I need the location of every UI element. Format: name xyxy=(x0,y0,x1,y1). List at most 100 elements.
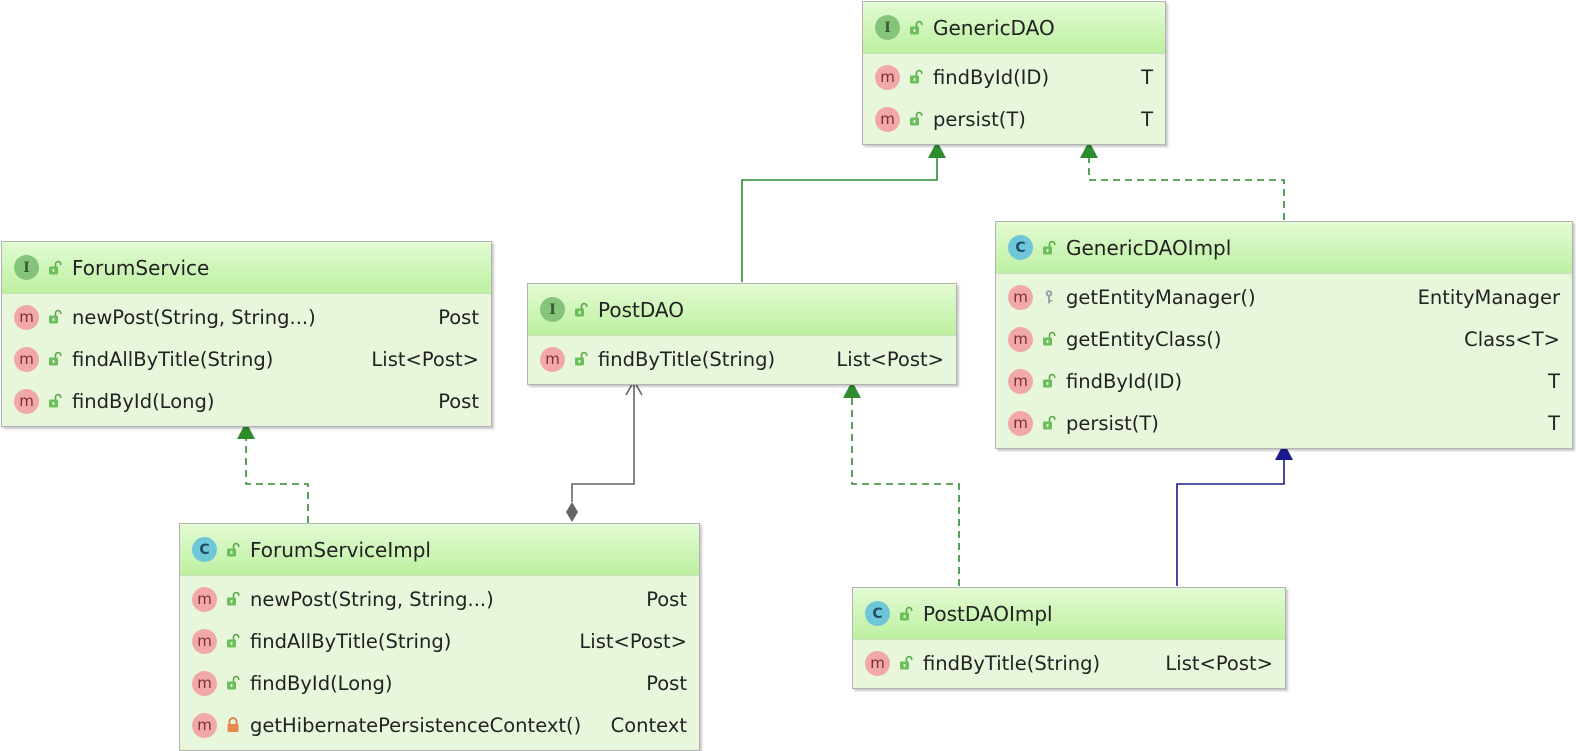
method-return-type: List<Post> xyxy=(371,347,479,371)
edge-forumserviceimpl-composes-postdao xyxy=(566,379,643,522)
composition-diamond-icon xyxy=(566,502,578,522)
method-return-type: Post xyxy=(438,305,479,329)
method-signature: newPost(String, String...) xyxy=(72,305,316,329)
public-lock-icon xyxy=(899,655,913,671)
method-return-type: Class<T> xyxy=(1464,327,1560,351)
class-name: GenericDAO xyxy=(933,15,1055,40)
method-return-type: T xyxy=(1141,65,1153,89)
class-name: ForumServiceImpl xyxy=(250,537,431,562)
class-name: PostDAO xyxy=(598,297,684,322)
interface-icon: I xyxy=(540,297,565,322)
public-lock-icon xyxy=(574,351,588,367)
method-icon: m xyxy=(192,712,217,738)
method-icon: m xyxy=(1008,410,1033,436)
class-name: GenericDAOImpl xyxy=(1066,235,1232,260)
uml-header: C GenericDAOImpl xyxy=(996,222,1572,274)
method-list: m findByTitle(String) List<Post> xyxy=(528,336,956,384)
method-signature: getHibernatePersistenceContext() xyxy=(250,713,582,737)
method-signature: findById(Long) xyxy=(250,671,393,695)
method-return-type: T xyxy=(1548,411,1560,435)
method-row[interactable]: m findById(Long) Post xyxy=(180,662,699,704)
method-signature: findById(ID) xyxy=(1066,369,1183,393)
method-row[interactable]: m findByTitle(String) List<Post> xyxy=(528,338,956,380)
class-icon: C xyxy=(192,537,217,562)
public-lock-icon xyxy=(1042,331,1056,347)
method-row[interactable]: m persist(T) T xyxy=(996,402,1572,444)
method-return-type: List<Post> xyxy=(579,629,687,653)
public-lock-icon xyxy=(226,633,240,649)
method-signature: findById(ID) xyxy=(933,65,1050,89)
edge-forumserviceimpl-implements-forumservice xyxy=(237,422,309,523)
class-name: PostDAOImpl xyxy=(923,601,1053,626)
method-row[interactable]: m newPost(String, String...) Post xyxy=(2,296,491,338)
method-icon: m xyxy=(1008,326,1033,352)
method-row[interactable]: m getHibernatePersistenceContext() Context xyxy=(180,704,699,746)
public-lock-icon xyxy=(226,675,240,691)
method-row[interactable]: m findById(Long) Post xyxy=(2,380,491,422)
method-return-type: Context xyxy=(610,713,687,737)
method-signature: findById(Long) xyxy=(72,389,215,413)
arrowhead-filled-icon xyxy=(237,422,255,439)
public-lock-icon xyxy=(226,542,240,558)
method-signature: findAllByTitle(String) xyxy=(72,347,274,371)
method-icon: m xyxy=(875,64,900,90)
private-lock-icon xyxy=(226,717,240,733)
public-lock-icon xyxy=(1042,373,1056,389)
method-signature: persist(T) xyxy=(933,107,1026,131)
method-return-type: List<Post> xyxy=(836,347,944,371)
public-lock-icon xyxy=(48,351,62,367)
method-list: m newPost(String, String...) Post m findAllB… xyxy=(2,294,491,426)
method-return-type: T xyxy=(1548,369,1560,393)
method-signature: findByTitle(String) xyxy=(598,347,776,371)
public-lock-icon xyxy=(909,69,923,85)
protected-key-icon xyxy=(1042,289,1056,305)
class-icon: C xyxy=(865,601,890,626)
method-icon: m xyxy=(192,628,217,654)
method-icon: m xyxy=(540,346,565,372)
method-icon: m xyxy=(14,346,39,372)
method-row[interactable]: m findById(ID) T xyxy=(863,56,1165,98)
uml-header: C PostDAOImpl xyxy=(853,588,1285,640)
edge-postdao-extends-genericdao xyxy=(741,141,946,282)
public-lock-icon xyxy=(48,260,62,276)
method-return-type: Post xyxy=(646,671,687,695)
method-icon: m xyxy=(1008,284,1033,310)
uml-header: I PostDAO xyxy=(528,284,956,336)
class-icon: C xyxy=(1008,235,1033,260)
method-icon: m xyxy=(192,670,217,696)
public-lock-icon xyxy=(48,309,62,325)
arrowhead-filled-icon xyxy=(843,381,861,398)
method-signature: persist(T) xyxy=(1066,411,1159,435)
class-name: ForumService xyxy=(72,255,210,280)
method-icon: m xyxy=(14,388,39,414)
public-lock-icon xyxy=(1042,240,1056,256)
uml-header: C ForumServiceImpl xyxy=(180,524,699,576)
method-return-type: Post xyxy=(438,389,479,413)
method-signature: findAllByTitle(String) xyxy=(250,629,452,653)
method-row[interactable]: m findAllByTitle(String) List<Post> xyxy=(2,338,491,380)
arrowhead-filled-icon xyxy=(1080,141,1098,158)
method-row[interactable]: m findAllByTitle(String) List<Post> xyxy=(180,620,699,662)
public-lock-icon xyxy=(574,302,588,318)
uml-interface-postdao[interactable]: I PostDAO m findByTitle(String) List<Post> xyxy=(527,283,957,385)
arrowhead-filled-icon xyxy=(1275,443,1293,460)
public-lock-icon xyxy=(226,591,240,607)
method-return-type: T xyxy=(1141,107,1153,131)
method-icon: m xyxy=(192,586,217,612)
method-signature: findByTitle(String) xyxy=(923,651,1101,675)
public-lock-icon xyxy=(1042,415,1056,431)
method-icon: m xyxy=(14,304,39,330)
